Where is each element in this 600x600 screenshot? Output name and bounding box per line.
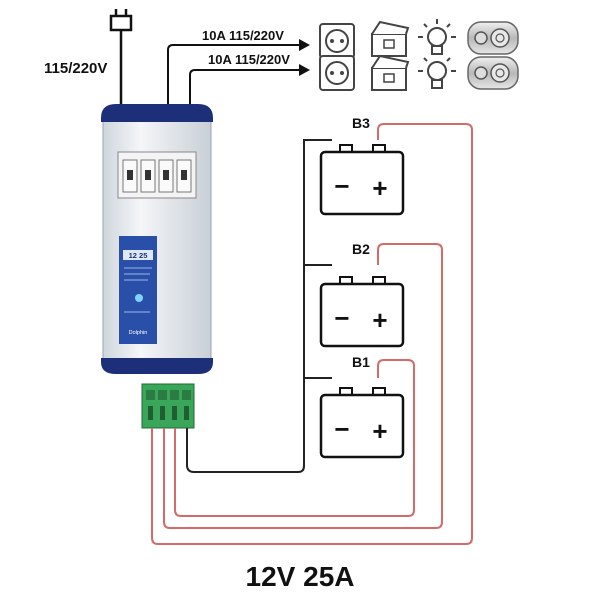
output-1-label: 10A 115/220V: [202, 28, 284, 43]
output-arrow-2: [189, 64, 310, 108]
charger-bottom-cap: [101, 358, 213, 374]
output-terminal-block: [141, 383, 195, 429]
light-bulb-icon: [418, 19, 456, 55]
positive-wire-b1: [174, 359, 415, 517]
output-arrow-1: [167, 39, 310, 108]
circuit-breaker-panel: [117, 151, 197, 199]
light-bulb-icon: [418, 57, 456, 89]
charger-display-panel: 12 25 Dolphin: [119, 236, 157, 344]
charger-rating-caption: 12V 25A: [246, 561, 355, 592]
battery-plus-sign: +: [372, 173, 387, 203]
socket-icon: [319, 55, 355, 91]
battery-charger: 12 25 Dolphin: [101, 104, 213, 374]
battery-minus-sign: −: [334, 171, 349, 201]
battery-b2: − +: [319, 276, 405, 348]
positive-wire-b2: [163, 243, 443, 529]
battery-plus-sign: +: [372, 416, 387, 446]
power-plug-icon: [109, 9, 133, 108]
charger-brand: Dolphin: [129, 330, 148, 336]
water-heater-icon: [467, 21, 519, 55]
battery-minus-sign: −: [334, 414, 349, 444]
battery-b2-label: B2: [352, 241, 370, 257]
status-led: [135, 294, 143, 302]
negative-wire: [186, 139, 332, 473]
input-voltage-label: 115/220V: [44, 60, 107, 77]
socket-icon: [319, 23, 355, 59]
output-2-label: 10A 115/220V: [208, 52, 290, 67]
positive-wire-b3: [151, 123, 473, 545]
battery-minus-sign: −: [334, 303, 349, 333]
battery-b1: − +: [319, 387, 405, 459]
battery-b3: − +: [319, 144, 405, 216]
cool-box-icon: [371, 20, 410, 57]
battery-plus-sign: +: [372, 305, 387, 335]
battery-b3-label: B3: [352, 115, 370, 131]
cool-box-icon: [371, 54, 410, 91]
charger-top-cap: [101, 104, 213, 122]
water-heater-icon: [467, 56, 519, 90]
battery-b1-label: B1: [352, 354, 370, 370]
charger-model-label: 12 25: [129, 251, 148, 260]
